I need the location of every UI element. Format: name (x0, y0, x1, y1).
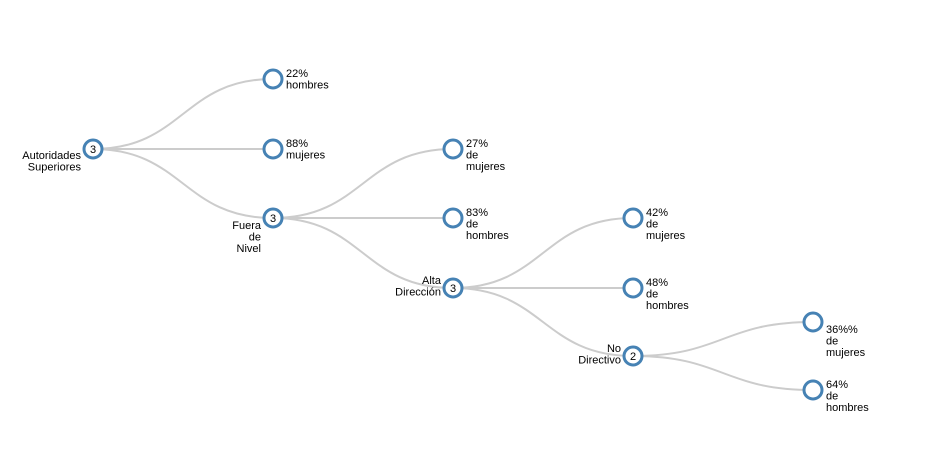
node-label-line: 36%% (826, 324, 858, 336)
node-label-line: de (466, 219, 478, 231)
node-circle[interactable] (802, 311, 824, 333)
node-label-line: de (646, 289, 658, 301)
node-label-line: de (826, 336, 838, 348)
node-label-line: 83% (466, 207, 488, 219)
node-label-line: hombres (826, 402, 869, 414)
node-label-line: de (466, 150, 478, 162)
node-label-line: Alta (422, 275, 442, 287)
node-label: 88%mujeres (286, 138, 326, 162)
node-count: 2 (630, 351, 636, 363)
node-label-line: No (607, 343, 621, 355)
node-circle[interactable] (262, 138, 284, 160)
node-count: 3 (450, 283, 456, 295)
node-circle[interactable] (622, 277, 644, 299)
node-label-line: 22% (286, 68, 308, 80)
node-label-line: de (826, 391, 838, 403)
node-circle[interactable] (262, 68, 284, 90)
node-label-line: Fuera (232, 220, 262, 232)
node-label-line: Nivel (237, 243, 261, 255)
tree-link-root-fn (92, 148, 274, 219)
node-circle[interactable] (622, 207, 644, 229)
tree-link-fn-fn1 (272, 148, 454, 219)
node-label-line: mujeres (826, 347, 866, 359)
tree-link-nd-nd2 (632, 355, 814, 391)
node-label-line: Dirección (395, 287, 441, 299)
node-label-line: mujeres (646, 230, 686, 242)
tree-link-fn-ad (272, 217, 454, 289)
node-label-line: mujeres (466, 161, 506, 173)
tree-links (92, 78, 814, 391)
node-circle[interactable] (262, 207, 284, 229)
node-label-line: Directivo (578, 355, 621, 367)
node-label-line: hombres (646, 300, 689, 312)
node-circle[interactable] (802, 379, 824, 401)
node-count: 3 (270, 213, 276, 225)
node-label-line: 48% (646, 277, 668, 289)
tree-link-ad-ad1 (452, 217, 634, 289)
node-count: 3 (90, 144, 96, 156)
node-label-line: 42% (646, 207, 668, 219)
tree-node-r1[interactable]: 22%hombres (262, 68, 329, 92)
node-label-line: de (249, 232, 261, 244)
node-label: 22%hombres (286, 68, 329, 92)
node-label-line: Superiores (28, 162, 82, 174)
node-circle[interactable] (442, 277, 464, 299)
node-label-line: Autoridades (22, 150, 81, 162)
node-circle[interactable] (622, 345, 644, 367)
tree-link-nd-nd1 (632, 321, 814, 357)
node-circle[interactable] (442, 207, 464, 229)
node-label-line: hombres (286, 80, 329, 92)
node-circle[interactable] (442, 138, 464, 160)
tree-link-root-r1 (92, 78, 274, 150)
node-label-line: 27% (466, 138, 488, 150)
node-label-line: mujeres (286, 150, 326, 162)
node-label-line: hombres (466, 230, 509, 242)
node-label-line: 64% (826, 379, 848, 391)
node-label-line: 88% (286, 138, 308, 150)
tree-link-ad-nd (452, 287, 634, 357)
node-label-line: de (646, 219, 658, 231)
node-circle[interactable] (82, 138, 104, 160)
tree-node-r2[interactable]: 88%mujeres (262, 138, 326, 162)
